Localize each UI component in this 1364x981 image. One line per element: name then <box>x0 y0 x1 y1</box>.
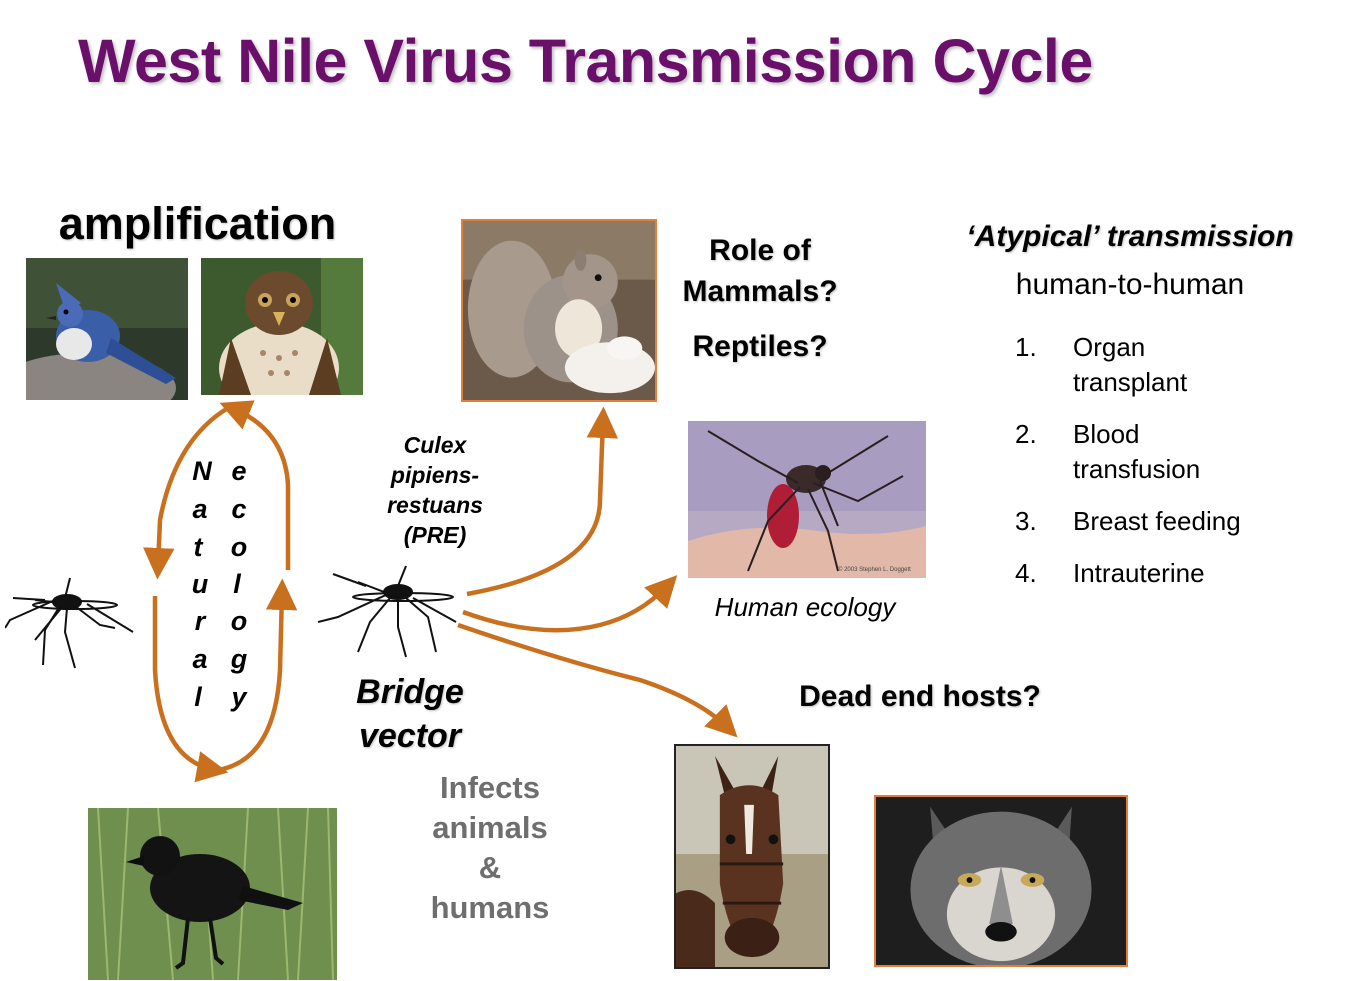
infects-line: & <box>478 850 502 885</box>
horse-photo <box>674 744 830 969</box>
list-text: transplant <box>1073 367 1188 397</box>
species-line: (PRE) <box>403 522 467 548</box>
ecology-letter: g <box>230 644 248 674</box>
ecology-letter: o <box>230 532 248 562</box>
ecology-letter: l <box>233 569 241 599</box>
atypical-list: 1. Organ transplant 2. Blood transfusion… <box>1015 330 1345 608</box>
list-item: 4. Intrauterine <box>1015 556 1345 591</box>
photo-credit: © 2003 Stephen L. Doggett <box>838 566 911 573</box>
species-line: restuans <box>387 492 483 518</box>
reptiles-label: Reptiles? <box>692 330 828 363</box>
natural-letter: t <box>193 532 203 562</box>
list-text: Blood <box>1073 419 1140 449</box>
cycle-arrow-lower-right <box>217 578 298 773</box>
list-number: 4. <box>1015 558 1037 588</box>
species-line: Culex <box>403 432 467 458</box>
human-to-human-subheading: human-to-human <box>1015 268 1245 301</box>
list-text: transfusion <box>1073 454 1201 484</box>
infects-line: humans <box>430 890 550 925</box>
squirrel-photo <box>461 219 657 402</box>
arrow-to-humans <box>462 575 678 633</box>
role-of-mammals-label: Role of Mammals? <box>660 230 860 312</box>
cycle-arrow-lower-left <box>152 596 229 783</box>
list-text: Organ <box>1073 332 1146 362</box>
natural-letter: a <box>192 644 208 674</box>
bridge-line: vector <box>358 717 462 755</box>
arrow-to-dead-end <box>457 622 738 738</box>
amplification-label: amplification <box>58 198 337 249</box>
list-item: 1. Organ transplant <box>1015 330 1345 400</box>
blue-jay-photo <box>26 258 188 400</box>
infects-line: animals <box>432 810 548 845</box>
species-line: pipiens- <box>390 462 480 488</box>
ecology-letter: o <box>230 606 248 636</box>
list-text: Intrauterine <box>1073 558 1205 588</box>
hawk-photo <box>201 258 363 395</box>
list-text: Breast feeding <box>1073 506 1241 536</box>
vector-species-label: Culex pipiens- restuans (PRE) <box>370 430 500 550</box>
role-line: Mammals? <box>682 275 838 308</box>
infects-line: Infects <box>440 770 540 805</box>
ecology-letter: c <box>231 494 247 524</box>
mosquito-icon <box>5 577 134 669</box>
bridge-line: Bridge <box>356 673 464 711</box>
natural-letter: N <box>192 456 212 486</box>
list-number: 1. <box>1015 332 1037 362</box>
bridge-vector-label: Bridge vector <box>340 670 480 758</box>
natural-letter: u <box>191 569 209 599</box>
cycle-arrow-up-right <box>219 400 291 570</box>
mosquito-feeding-photo: © 2003 Stephen L. Doggett <box>688 421 926 578</box>
arrow-to-mammals <box>466 406 619 597</box>
list-item: 2. Blood transfusion <box>1015 417 1345 487</box>
list-item: 3. Breast feeding <box>1015 504 1345 539</box>
list-number: 2. <box>1015 419 1037 449</box>
natural-letter: l <box>194 682 202 712</box>
crow-photo <box>88 808 337 980</box>
dead-end-hosts-label: Dead end hosts? <box>799 680 1041 713</box>
natural-letter: a <box>192 494 208 524</box>
human-ecology-label: Human ecology <box>714 592 896 622</box>
ecology-letter: e <box>231 456 247 486</box>
mosquito-icon <box>318 565 457 658</box>
cycle-arrow-down-left <box>143 406 230 580</box>
atypical-heading: ‘Atypical’ transmission <box>966 220 1294 253</box>
wolf-photo <box>874 795 1128 967</box>
role-line: Role of <box>709 234 811 267</box>
infects-label: Infects animals & humans <box>405 768 575 928</box>
page-title: West Nile Virus Transmission Cycle <box>78 27 1093 95</box>
ecology-letter: y <box>231 682 247 712</box>
natural-letter: r <box>194 606 206 636</box>
list-number: 3. <box>1015 506 1037 536</box>
